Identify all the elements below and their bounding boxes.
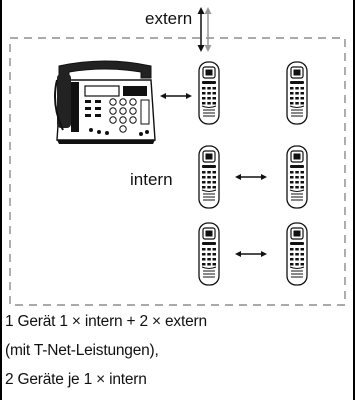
handset-icon xyxy=(286,61,308,125)
intern-connection-arrow-icon xyxy=(234,173,268,181)
intern-label: intern xyxy=(130,170,173,189)
handset-icon xyxy=(286,145,308,209)
boundary-dashed-frame xyxy=(9,37,346,306)
frame-right-edge xyxy=(353,0,355,400)
telephone-base-station-icon xyxy=(54,60,156,144)
caption-line-1: 1 Gerät 1 × intern + 2 × extern xyxy=(5,313,207,330)
extern-connection-icon xyxy=(197,7,212,52)
base-to-handset-arrow-icon xyxy=(159,92,193,100)
intern-connection-arrow-icon xyxy=(234,250,268,258)
handset-icon xyxy=(198,61,220,125)
caption-line-2: (mit T-Net-Leistungen), xyxy=(5,342,159,359)
handset-icon xyxy=(286,222,308,286)
extern-label: extern xyxy=(145,9,193,28)
frame-left-edge xyxy=(0,0,2,400)
handset-icon xyxy=(198,222,220,286)
caption-line-3: 2 Geräte je 1 × intern xyxy=(5,371,147,388)
handset-icon xyxy=(198,145,220,209)
